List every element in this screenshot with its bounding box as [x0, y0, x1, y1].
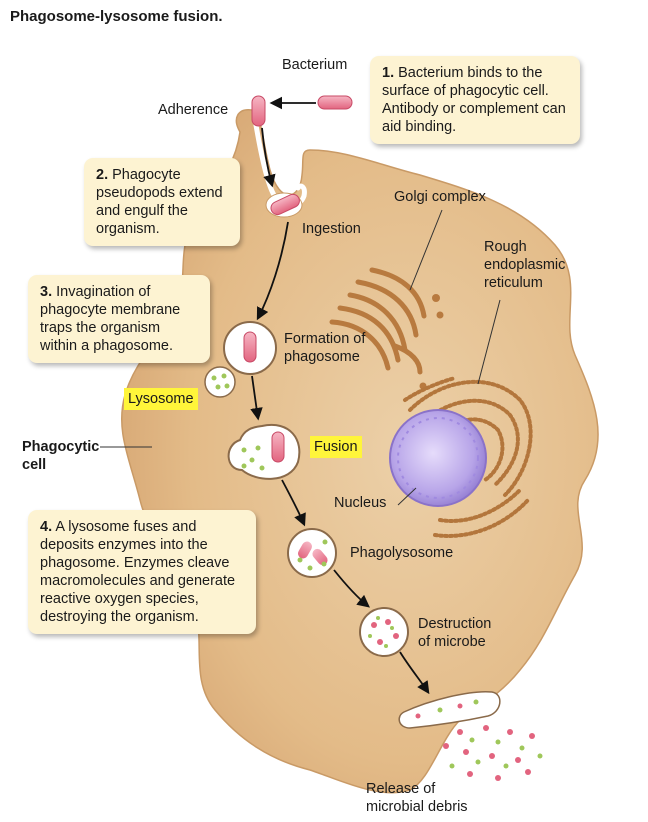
step-2-number: 2. [96, 167, 109, 183]
exocytosis-pocket [398, 691, 501, 729]
step-1-number: 1. [382, 65, 395, 81]
adherence-label: Adherence [158, 102, 229, 118]
figure-title: Phagosome-lysosome fusion. [10, 8, 223, 25]
ingested-bacterium [270, 193, 300, 216]
bacterium [317, 95, 353, 110]
step-4-text: A lysosome fuses and deposits enzymes in… [40, 519, 236, 625]
formation-label-line-2: phagosome [284, 349, 360, 365]
step-4-callout: 4. A lysosome fuses and deposits enzymes… [28, 510, 256, 634]
rough-er-label-line-2: endoplasmic [484, 257, 566, 273]
step-3-text: Invagination of phagocyte membrane traps… [40, 284, 181, 354]
destruction-label-line-1: Destruction [418, 616, 492, 632]
step-3-number: 3. [40, 284, 53, 300]
nucleus-label: Nucleus [334, 495, 387, 511]
fusion-vesicle [227, 423, 301, 480]
arrow-to-phagosome [256, 221, 289, 321]
release-label-line-1: Release of [366, 781, 436, 797]
golgi-complex [329, 267, 427, 375]
microbial-debris [443, 725, 543, 781]
step-4-number: 4. [40, 519, 53, 535]
adhering-bacterium [251, 95, 266, 127]
arrow-to-destruction [333, 569, 370, 608]
arrow-to-ingestion [261, 127, 276, 188]
step-1-text: Bacterium binds to the surface of phagoc… [382, 65, 566, 135]
arrow-to-fusion [250, 375, 263, 421]
rough-er-label-line-1: Rough [484, 239, 527, 255]
bacterium-label: Bacterium [282, 57, 348, 73]
phagosome [223, 321, 277, 375]
lysosome-label: Lysosome [124, 388, 198, 410]
lysosome [204, 366, 236, 398]
step-2-callout: 2. Phagocyte pseudopods extend and engul… [84, 158, 240, 246]
arrow-to-release [399, 651, 430, 695]
destruction-label-line-2: of microbe [418, 634, 486, 650]
ingestion-label: Ingestion [302, 221, 361, 237]
er-leader [477, 299, 501, 385]
rough-er-label-line-3: reticulum [484, 275, 543, 291]
phagocytic-cell-label-line-1: Phagocytic [22, 439, 100, 455]
destruction-vesicle [359, 607, 409, 657]
formation-label-line-1: Formation of [284, 331, 366, 347]
golgi-leader [409, 209, 443, 291]
step-2-text: Phagocyte pseudopods extend and engulf t… [96, 167, 223, 237]
golgi-label: Golgi complex [394, 189, 486, 205]
release-label-line-2: microbial debris [366, 799, 468, 815]
phagocytic-cell-label-line-2: cell [22, 457, 47, 473]
arrow-to-phagolysosome [281, 479, 306, 527]
fusion-label: Fusion [310, 436, 362, 458]
nucleus-leader [397, 487, 417, 506]
step-1-callout: 1. Bacterium binds to the surface of pha… [370, 56, 580, 144]
step-3-callout: 3. Invagination of phagocyte membrane tr… [28, 275, 210, 363]
phagolysosome-label: Phagolysosome [350, 545, 454, 561]
phagolysosome-vesicle [287, 528, 337, 578]
nucleus [389, 409, 487, 507]
